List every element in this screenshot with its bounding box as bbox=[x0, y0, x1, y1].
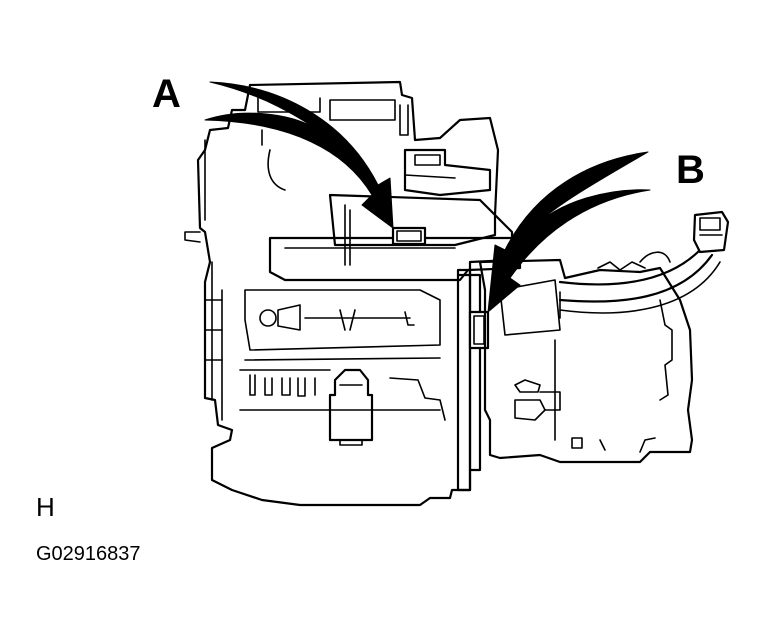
callout-label-a: A bbox=[152, 72, 181, 116]
figure-code: G02916837 bbox=[36, 543, 141, 565]
arrow-a-icon bbox=[204, 81, 394, 229]
arrow-b-icon bbox=[487, 151, 651, 313]
view-letter: H bbox=[36, 492, 55, 522]
callout-label-b: B bbox=[676, 148, 705, 192]
engine-outline bbox=[184, 80, 730, 507]
